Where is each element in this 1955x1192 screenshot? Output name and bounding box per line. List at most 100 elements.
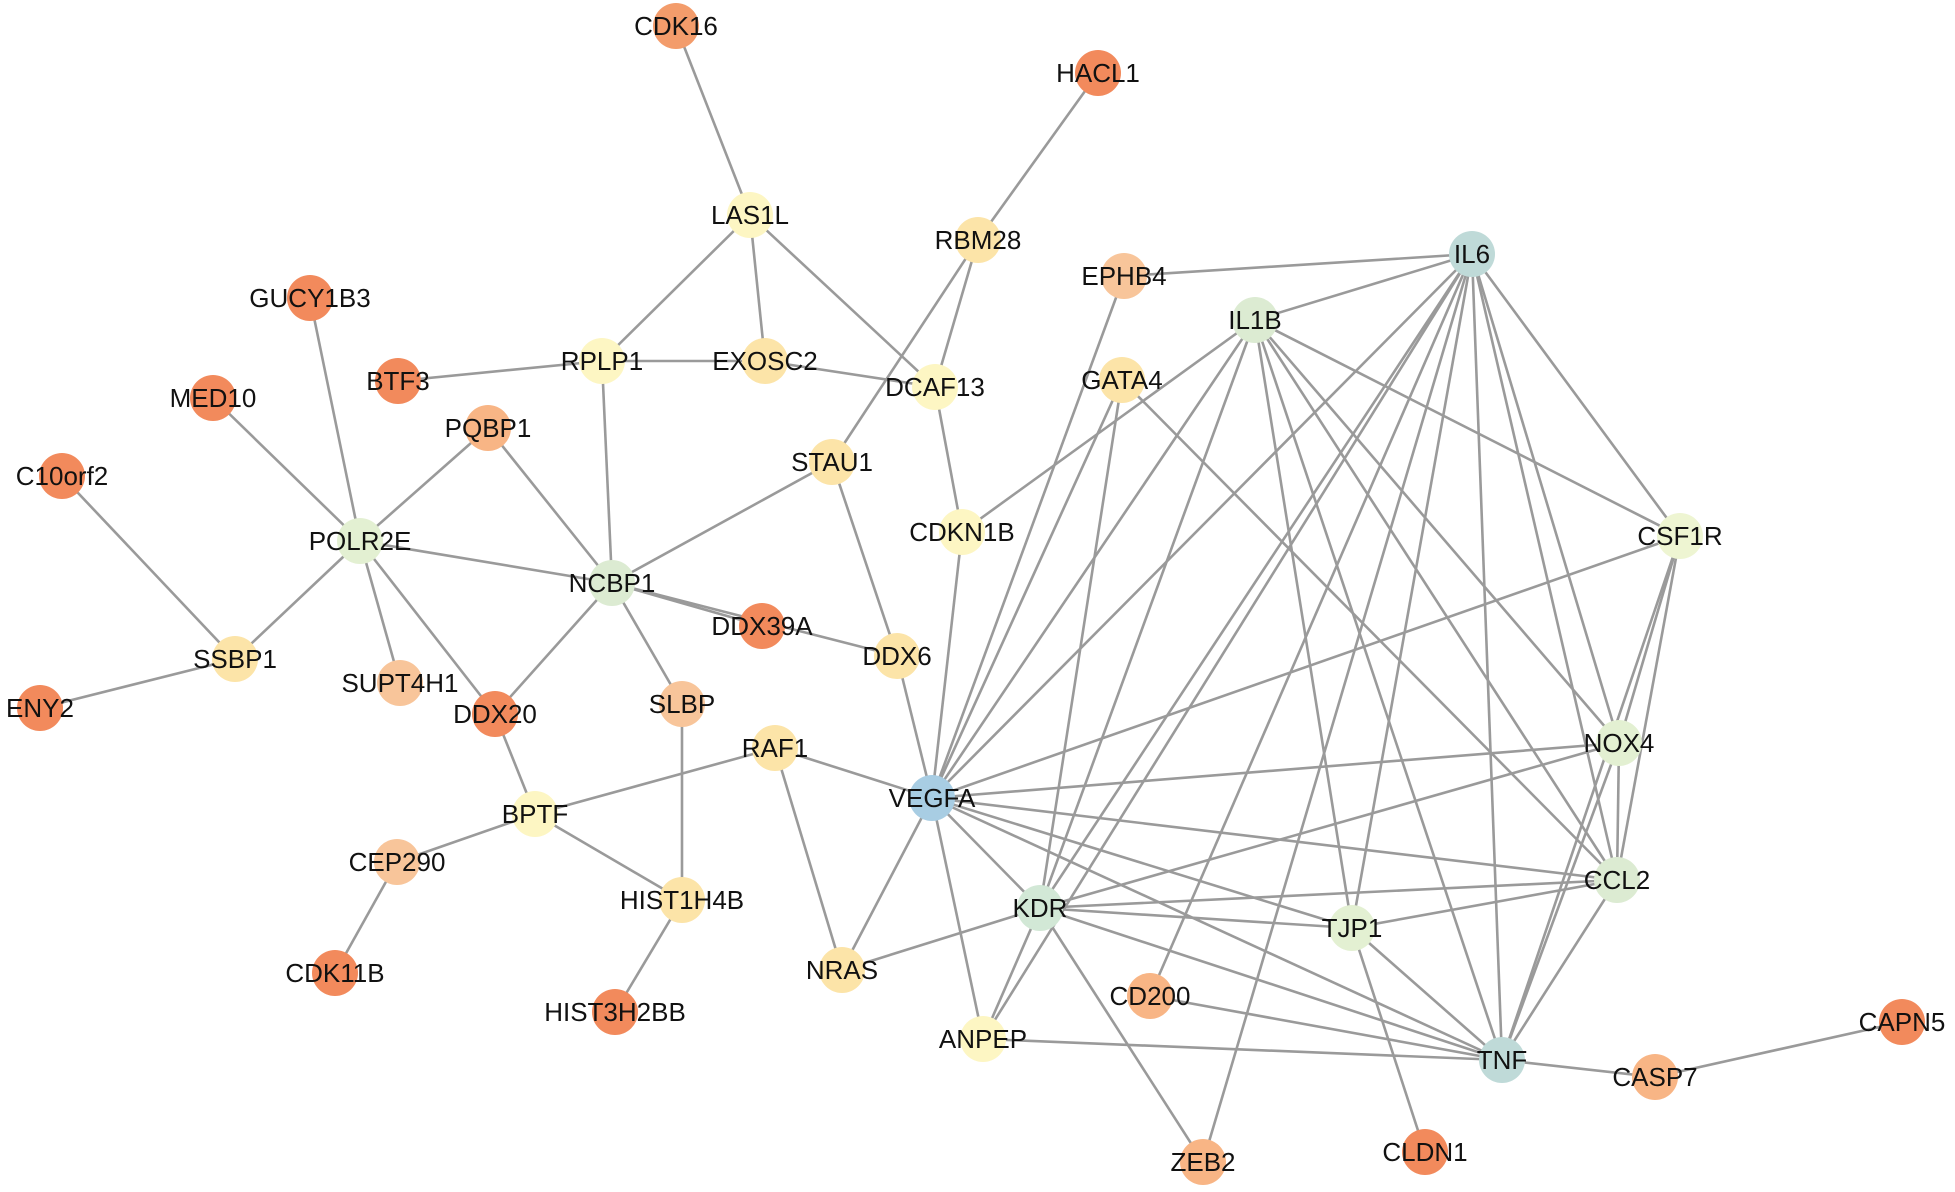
- node-raf1: RAF1: [742, 725, 808, 771]
- node-circle: [375, 358, 421, 404]
- node-label: CD200: [1110, 981, 1191, 1011]
- node-circle: [742, 338, 788, 384]
- edge-kdr-tjp1: [1039, 906, 1353, 930]
- node-nras: NRAS: [806, 947, 878, 993]
- node-cep290: CEP290: [349, 839, 445, 885]
- node-circle: [659, 681, 705, 727]
- node-cldn1: CLDN1: [1382, 1129, 1468, 1175]
- node-med10: MED10: [170, 375, 257, 421]
- node-label: RAF1: [742, 733, 808, 763]
- node-label: VEGFA: [889, 783, 976, 813]
- node-circle: [589, 560, 635, 606]
- edge-ddx6-vegfa: [895, 655, 934, 799]
- node-vegfa: VEGFA: [889, 775, 976, 821]
- node-stau1: STAU1: [791, 439, 873, 485]
- edge-bptf-hist1h4b: [534, 812, 683, 902]
- edge-csf1r-ccl2: [1615, 535, 1682, 881]
- node-ddx6: DDX6: [862, 633, 932, 679]
- node-rbm28: RBM28: [935, 217, 1021, 263]
- node-btf3: BTF3: [366, 358, 430, 404]
- node-label: ENY2: [6, 693, 74, 723]
- edge-il6-cd200: [1148, 253, 1474, 997]
- edge-eny2-ssbp1: [39, 657, 236, 710]
- node-ssbp1: SSBP1: [193, 636, 277, 682]
- node-label: GUCY1B3: [249, 283, 370, 313]
- edge-med10-polr2e: [212, 397, 361, 542]
- edge-tnf-casp7: [1501, 1058, 1656, 1079]
- edge-csf1r-nox4: [1617, 535, 1682, 744]
- edge-vegfa-tnf: [931, 796, 1503, 1062]
- node-zeb2: ZEB2: [1170, 1139, 1236, 1185]
- edge-il1b-nox4: [1254, 319, 1620, 744]
- edge-btf3-rplp1: [397, 359, 603, 383]
- edge-vegfa-nox4: [931, 741, 1620, 800]
- node-circle: [592, 989, 638, 1035]
- edge-vegfa-csf1r: [931, 534, 1681, 800]
- node-circle: [374, 839, 420, 885]
- node-circle: [653, 3, 699, 49]
- edge-vegfa-anpep: [930, 797, 985, 1040]
- node-label: MED10: [170, 383, 257, 413]
- node-label: NCBP1: [569, 568, 656, 598]
- edge-il6-tnf: [1470, 253, 1504, 1061]
- node-il6: IL6: [1449, 231, 1495, 277]
- node-circle: [909, 775, 955, 821]
- edge-anpep-il6: [981, 253, 1474, 1040]
- edge-il1b-csf1r: [1254, 318, 1681, 538]
- node-dcaf13: DCAF13: [885, 364, 985, 410]
- edge-nox4-tnf: [1500, 742, 1621, 1061]
- node-label: DDX39A: [711, 611, 813, 641]
- edge-raf1-nras: [773, 747, 844, 971]
- node-label: KDR: [1013, 893, 1068, 923]
- edge-kdr-tnf: [1039, 906, 1503, 1062]
- node-circle: [1099, 357, 1145, 403]
- node-circle: [939, 509, 985, 555]
- node-rplp1: RPLP1: [561, 338, 643, 384]
- node-hacl1: HACL1: [1056, 50, 1140, 96]
- node-label: CLDN1: [1382, 1137, 1467, 1167]
- node-hist1h4b: HIST1H4B: [620, 877, 744, 923]
- node-label: SSBP1: [193, 644, 277, 674]
- node-cdkn1b: CDKN1B: [909, 509, 1015, 555]
- edge-vegfa-tjp1: [931, 796, 1353, 930]
- edge-polr2e-supt4h1: [358, 540, 402, 684]
- node-circle: [752, 725, 798, 771]
- edge-il1b-tjp1: [1253, 319, 1354, 929]
- edge-ncbp1-ddx20: [494, 582, 613, 715]
- edge-kdr-il6: [1038, 253, 1474, 909]
- node-circle: [739, 603, 785, 649]
- node-gucy1b3: GUCY1B3: [249, 275, 371, 321]
- edge-las1l-dcaf13: [749, 214, 936, 388]
- node-circle: [1402, 1129, 1448, 1175]
- node-cdk11b: CDK11B: [285, 950, 385, 996]
- node-circle: [1596, 720, 1642, 766]
- node-label: RPLP1: [561, 346, 643, 376]
- node-anpep: ANPEP: [939, 1016, 1027, 1062]
- node-circle: [874, 633, 920, 679]
- node-label: CAPN5: [1859, 1007, 1946, 1037]
- node-c10orf2: C10orf2: [16, 453, 108, 499]
- edge-anpep-tnf: [982, 1037, 1503, 1062]
- node-ncbp1: NCBP1: [569, 560, 656, 606]
- node-label: SLBP: [649, 689, 716, 719]
- edge-las1l-rplp1: [601, 214, 751, 362]
- edge-vegfa-nras: [840, 797, 934, 971]
- node-circle: [512, 791, 558, 837]
- node-kdr: KDR: [1013, 885, 1068, 931]
- node-label: BPTF: [502, 799, 568, 829]
- node-label: TJP1: [1322, 913, 1383, 943]
- node-circle: [1101, 253, 1147, 299]
- node-label: HIST3H2BB: [544, 997, 686, 1027]
- edge-c10orf2-ssbp1: [61, 475, 236, 660]
- node-ccl2: CCL2: [1584, 857, 1650, 903]
- edge-kdr-nras: [841, 906, 1041, 972]
- node-circle: [337, 518, 383, 564]
- edge-bptf-cep290: [396, 812, 536, 864]
- node-label: NRAS: [806, 955, 878, 985]
- node-label: NOX4: [1584, 728, 1655, 758]
- edge-il6-csf1r: [1470, 253, 1682, 537]
- edge-polr2e-ssbp1: [234, 540, 361, 660]
- node-circle: [190, 375, 236, 421]
- edge-tjp1-tnf: [1351, 927, 1503, 1061]
